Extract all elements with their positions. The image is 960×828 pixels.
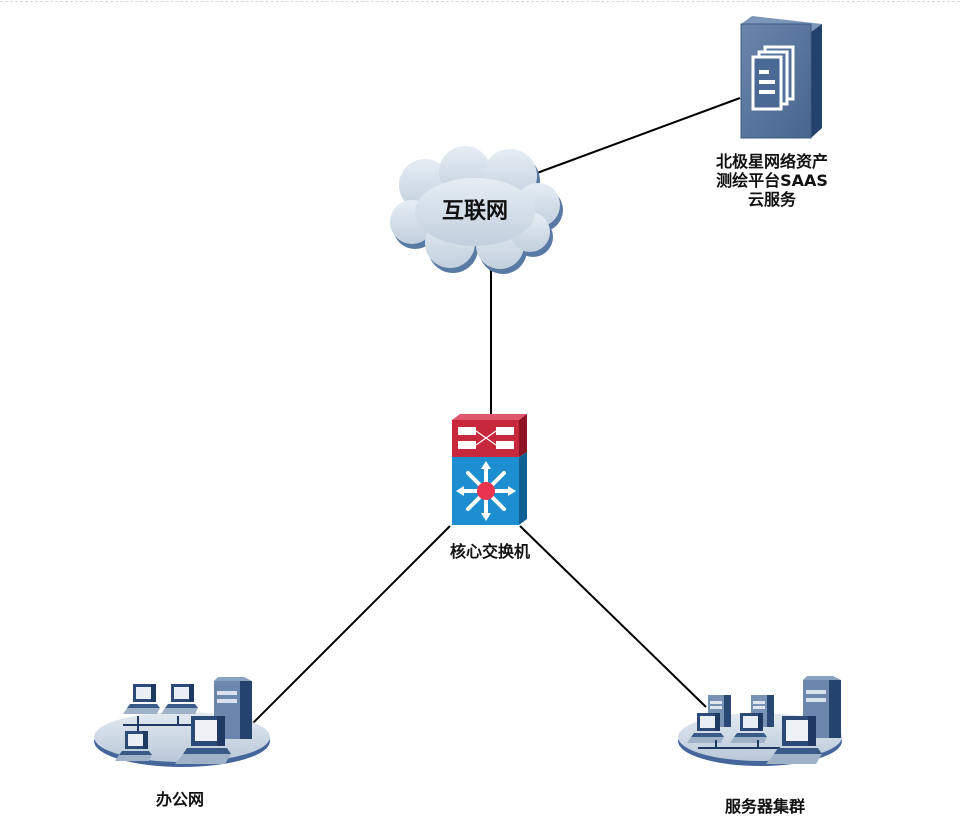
core-switch-label: 核心交换机: [449, 542, 530, 561]
link-core-office: [252, 525, 451, 724]
links: [252, 97, 741, 724]
saas-label: 北极星网络资产 测绘平台SAAS 云服务: [702, 152, 842, 209]
server-cluster-icon[interactable]: [678, 676, 842, 766]
cloud-icon[interactable]: [390, 146, 563, 274]
layer3-switch-icon[interactable]: [452, 414, 527, 525]
server-cluster-label: 服务器集群: [724, 797, 805, 816]
internet-label: 互联网: [441, 199, 508, 224]
link-core-servers: [519, 525, 707, 708]
top-border: [0, 1, 960, 2]
office-network-label: 办公网: [155, 790, 204, 809]
saas-label-line-2: 测绘平台SAAS: [716, 171, 828, 190]
link-internet-saas: [536, 97, 741, 174]
saas-label-line-1: 北极星网络资产: [715, 152, 828, 171]
document-server-icon[interactable]: [740, 16, 822, 139]
saas-label-line-3: 云服务: [747, 190, 796, 209]
office-network-icon[interactable]: [94, 677, 270, 767]
